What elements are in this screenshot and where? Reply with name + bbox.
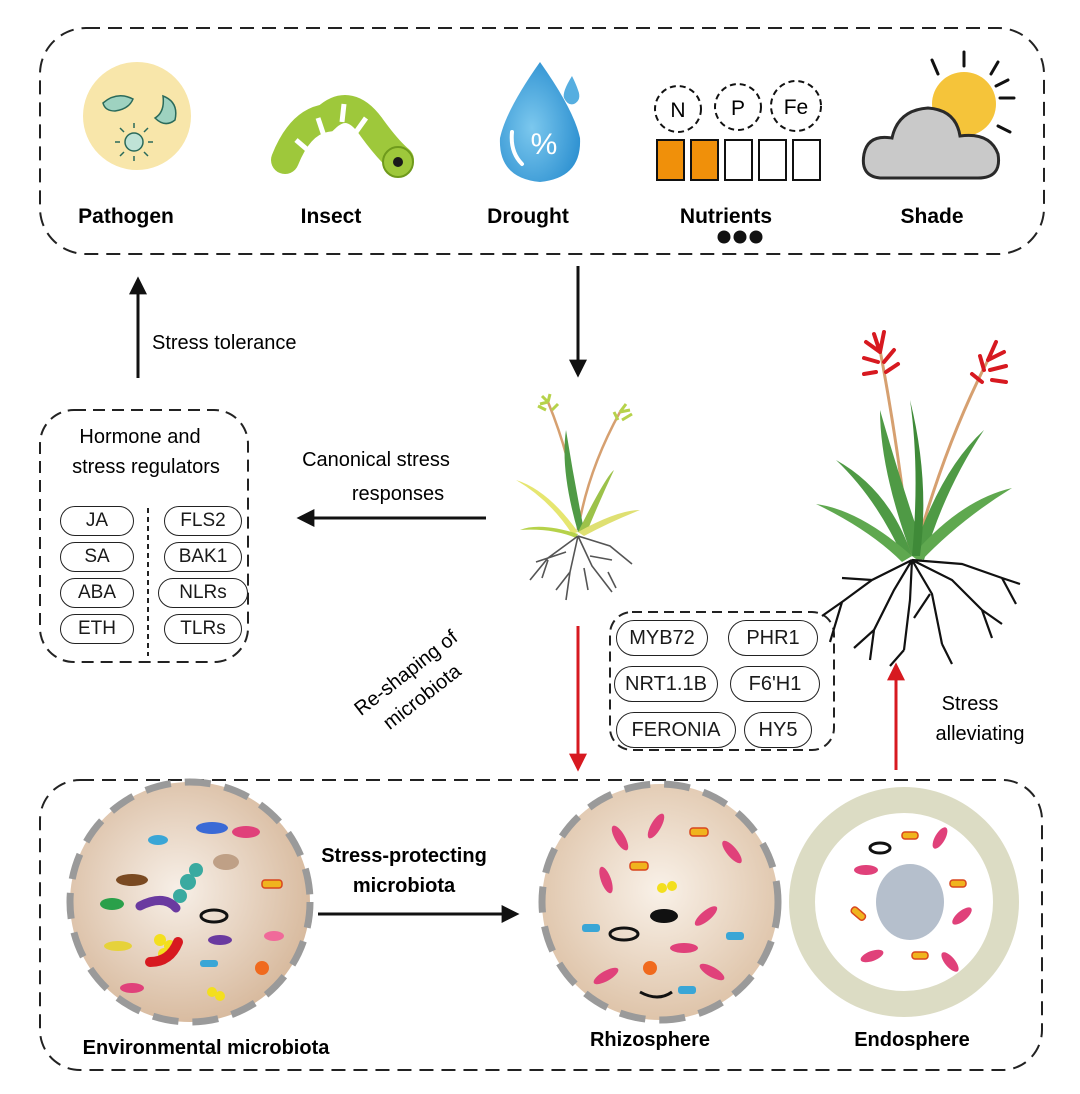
environmental-microbiota-circle [66,778,314,1026]
stress-label-nutrients: Nutrients [680,205,772,228]
compartment-label-environmental: Environmental microbiota [83,1037,331,1059]
nutrient-element-fe: Fe [784,96,809,119]
regulator-pill-tlrs: TLRs [164,614,242,644]
label-protecting-line1: Stress-protecting [321,845,487,867]
pathogen-icon [83,62,191,170]
hormone-pill-eth: ETH [60,614,134,644]
label-alleviating-line1: Stress [942,693,999,715]
endosphere-circle [789,787,1019,1017]
stress-label-drought: Drought [487,205,569,228]
healthy-plant [816,330,1021,667]
label-canonical-line1: Canonical stress [302,449,450,471]
shade-icon [861,50,1016,180]
stressed-plant [516,393,640,601]
hormone-pill-ja: JA [60,506,134,536]
nutrient-element-n: N [670,99,685,122]
label-stress-tolerance: Stress tolerance [152,332,297,354]
stress-label-pathogen: Pathogen [78,205,174,228]
label-protecting-line2: microbiota [353,875,456,897]
label-canonical-line2: responses [352,483,444,505]
gene-pill-hy5: HY5 [744,712,812,748]
gene-pill-nrt1-1b: NRT1.1B [614,666,718,702]
gene-pill-phr1: PHR1 [728,620,818,656]
regulator-pill-fls2: FLS2 [164,506,242,536]
insect-icon [271,95,414,178]
compartment-label-rhizosphere: Rhizosphere [590,1029,710,1051]
drought-percent-symbol: % [531,128,558,161]
hormone-pill-aba: ABA [60,578,134,608]
nutrients-icon [654,80,822,181]
hormone-title-line1: Hormone and [79,426,200,448]
nutrient-element-p: P [731,97,745,120]
hormone-box-frame [39,409,249,663]
stress-label-shade: Shade [900,205,963,228]
stress-label-insect: Insect [301,205,362,228]
gene-box-frame [609,611,835,751]
regulator-pill-bak1: BAK1 [164,542,242,572]
hormone-title-line2: stress regulators [72,456,220,478]
compartment-label-endosphere: Endosphere [854,1029,970,1051]
ellipsis-dots [717,230,763,244]
hormone-pill-sa: SA [60,542,134,572]
microbiota-frame [39,779,1043,1071]
gene-pill-f6h1: F6'H1 [730,666,820,702]
drought-icon [499,62,581,182]
gene-pill-myb72: MYB72 [616,620,708,656]
regulator-pill-nlrs: NLRs [158,578,248,608]
gene-pill-feronia: FERONIA [616,712,736,748]
label-alleviating-line2: alleviating [936,723,1025,745]
rhizosphere-circle [538,780,782,1024]
